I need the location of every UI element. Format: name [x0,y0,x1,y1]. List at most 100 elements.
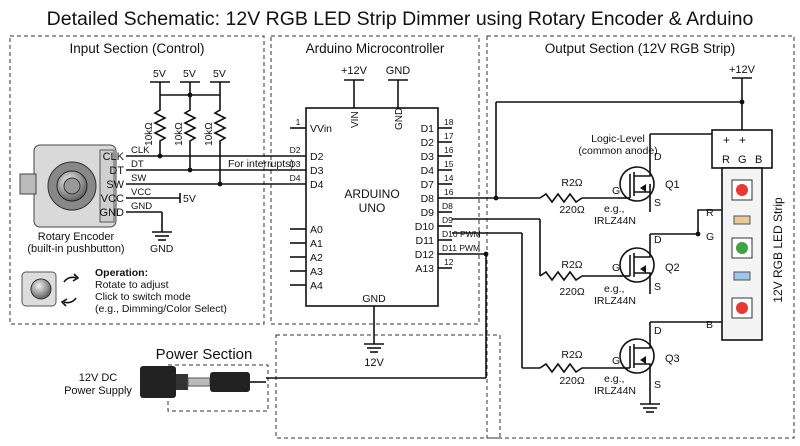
arduino-right-pin-d12: D12 [415,249,434,261]
arduino-right-pin-d2: D2 [421,137,435,149]
resistor-label-2: 10kΩ [174,122,185,146]
arduino-right-num-d9: D9 [442,215,453,225]
encoder-caption-2: (built-in pushbutton) [27,243,124,255]
smd-resistor-1-icon [733,215,751,225]
arduino-pin-vin: VIN [350,111,361,128]
wire-label-clk: CLK [131,145,150,156]
arduino-left-pin-d3: D3 [310,165,324,177]
arduino-left-pin-a0: A0 [310,224,323,236]
q3-resistor-value: 220Ω [559,375,585,387]
arduino-right-num-d8: D8 [442,201,453,211]
mosfet-q3-symbol [539,322,660,413]
encoder-pin-gnd: GND [100,207,125,219]
interrupt-note: For interrupts) [228,158,294,170]
arduino-chip [305,107,439,307]
wire-label-gnd: GND [131,201,152,212]
q1-resistor-value: 220Ω [559,204,585,216]
power-dashed-box [275,334,501,439]
q1-g: G [612,185,620,197]
arduino-left-pin-a3: A3 [310,266,323,278]
arduino-right-num-18: 18 [444,117,454,127]
arduino-left-pin-a4: A4 [310,280,323,292]
encoder-gnd-label: GND [150,243,174,255]
arduino-name-1: ARDUINO [344,187,399,201]
q2-s: S [654,281,661,293]
q2-resistor-value: 220Ω [559,286,585,298]
q1-s: S [654,197,661,209]
arduino-right-num-12: 12 [444,257,454,267]
q2-g: G [612,262,620,274]
arduino-right-pin-d9: D9 [421,207,435,219]
encoder-pin-sw: SW [106,179,124,191]
q2-resistor: R2Ω [561,259,582,271]
q1-label: Q1 [665,179,680,191]
logic-level-line-1: Logic-Level [591,133,645,145]
q3-label: Q3 [665,353,680,365]
arduino-right-pin-d8: D8 [421,193,435,205]
q2-d: D [654,234,662,246]
q3-eg: e.g., [604,373,624,385]
rotate-arrows-icon [60,273,80,307]
encoder-caption-1: Rotary Encoder [38,231,115,243]
pullup-resistors [153,95,227,184]
arduino-gnd-bottom: GND [362,293,386,305]
strip-wire-label-g: G [706,231,714,243]
arduino-top-connections [290,79,452,353]
arduino-right-pin-d7: D7 [421,179,435,191]
led-red-icon [731,179,753,201]
mosfet-q2-symbol [539,234,655,294]
arduino-left-pin-a1: A1 [310,238,323,250]
connector-plus-2: + [739,133,746,147]
led-green-icon [731,237,753,259]
led-strip-label: 12V RGB LED Strip [771,197,785,303]
power-supply-line-1: 12V DC [79,372,118,384]
q2-label: Q2 [665,262,680,274]
arduino-right-pin-d11: D11 [416,235,435,247]
q1-d: D [654,151,662,163]
power-supply-line-2: Power Supply [64,385,132,397]
q2-eg: e.g., [604,283,624,295]
strip-wire-label-b: B [706,319,713,331]
arduino-bottom-12v: 12V [364,357,384,369]
encoder-pin-dt: DT [109,165,124,177]
q1-eg: e.g., [604,203,624,215]
arduino-right-pin-d1: D1 [421,123,435,135]
smd-resistor-2-icon [733,271,751,281]
connector-plus-1: + [723,133,730,147]
arduino-left-num-d4: D4 [290,173,301,183]
dc-jack-icon [140,366,266,398]
pullup-supply-label-1: 5V [153,68,166,80]
arduino-top-12v: +12V [341,65,368,77]
arduino-left-num-d3: D3 [290,159,301,169]
output-section-box [486,35,795,439]
arduino-left-num-d2: D2 [290,145,301,155]
wire-label-dt: DT [131,159,144,170]
input-section-box [9,35,265,325]
arduino-section-title: Arduino Microcontroller [306,41,445,56]
arduino-right-pin-d4: D4 [421,165,435,177]
power-section-title: Power Section [156,346,253,363]
encoder-wires [126,153,306,241]
q1-resistor: R2Ω [561,177,582,189]
q1-part: IRLZ44N [594,215,636,227]
q3-d: D [654,325,662,337]
strip-supply-label: +12V [729,64,756,76]
arduino-left-pin-vvin: VVin [310,123,332,135]
encoder-small-icon [21,271,57,307]
q3-g: G [612,355,620,367]
q3-resistor: R2Ω [561,349,582,361]
arduino-right-num-17: 17 [444,131,454,141]
connector-pin-r: R [722,154,730,166]
led-strip-connector [711,129,773,169]
led-red-2-icon [731,297,753,319]
connector-pin-b: B [755,154,762,166]
arduino-right-num-d11pwm: D11 PWM [442,243,480,253]
arduino-right-pin-d3: D3 [421,151,435,163]
connector-pin-g: G [738,154,747,166]
encoder-pin-vcc: VCC [101,193,124,205]
input-section-title: Input Section (Control) [69,41,204,56]
resistor-label-1: 10kΩ [144,122,155,146]
wire-label-sw: SW [131,173,146,184]
arduino-left-pin-a2: A2 [310,252,323,264]
diagram-title: Detailed Schematic: 12V RGB LED Strip Di… [47,8,754,30]
